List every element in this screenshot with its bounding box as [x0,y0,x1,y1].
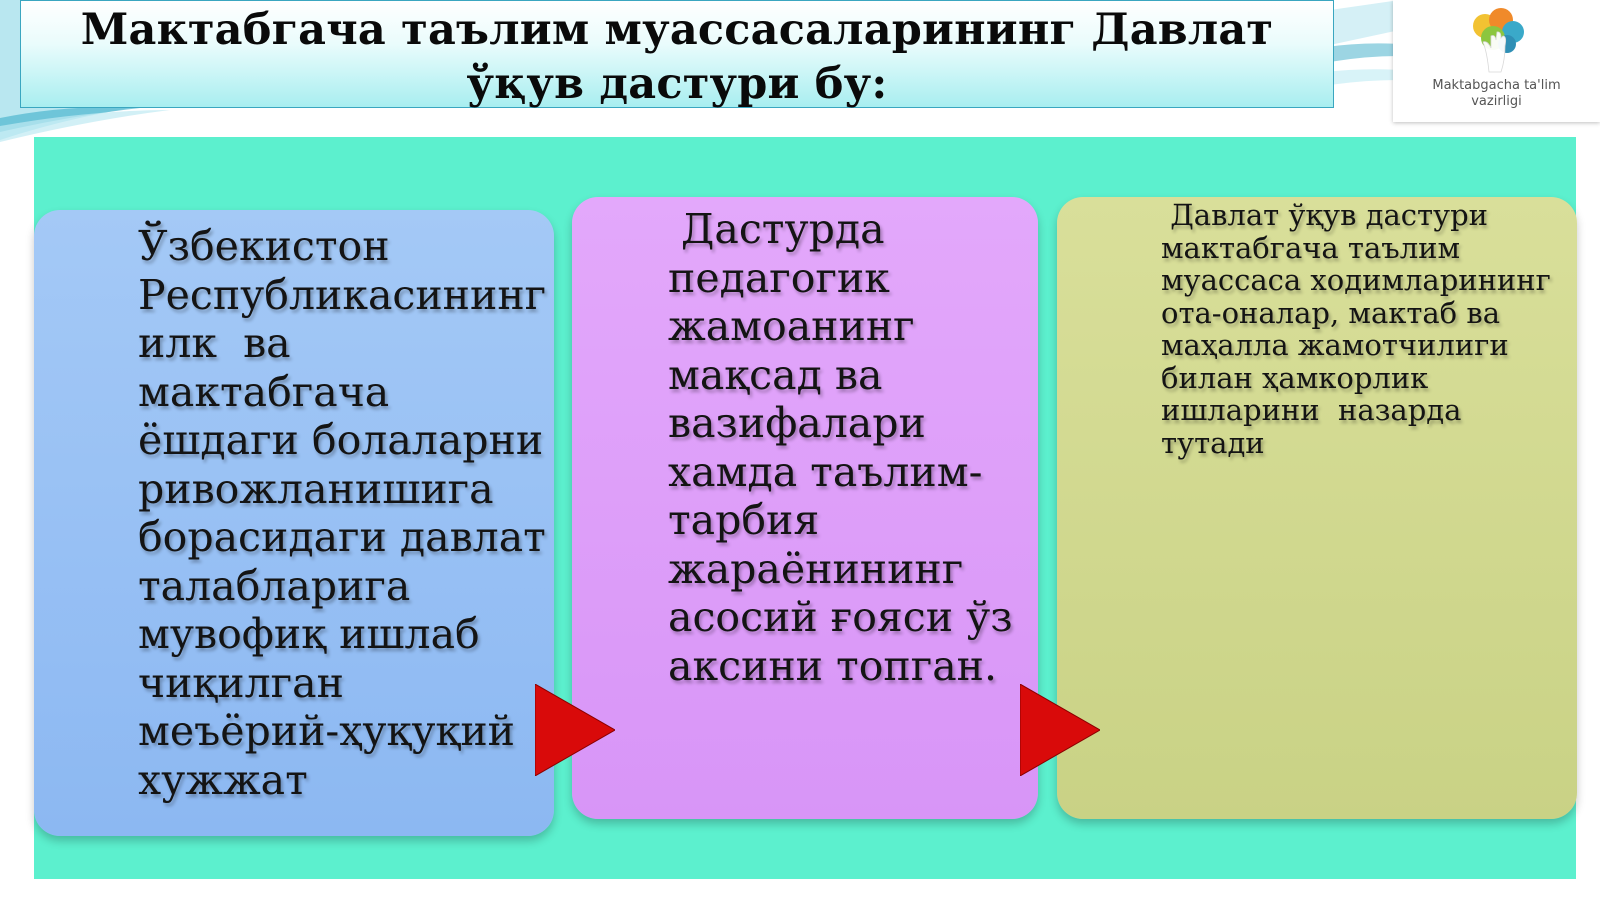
card-3-text: Давлат ўқув дастури мактабгача таълим му… [1161,199,1561,459]
card-2-text: Дастурда педагогик жамоанинг мақсад ва в… [668,205,1028,690]
definition-card-2: Дастурда педагогик жамоанинг мақсад ва в… [572,197,1038,819]
logo-caption: Maktabgacha ta'lim vazirligi [1432,78,1561,109]
card-3-paragraph: Давлат ўқув дастури мактабгача таълим му… [1161,198,1570,460]
card-1-text: Ўзбекистон Республикасининг илк ва макта… [138,222,548,804]
card-1-paragraph: Ўзбекистон Республикасининг илк ва макта… [138,222,573,804]
card-2-paragraph: Дастурда педагогик жамоанинг мақсад ва в… [668,205,1026,690]
slide-title: Мактабгача таълим муассасаларининг Давла… [80,5,1274,109]
right-arrow-icon-2 [1020,684,1100,776]
slide-title-box: Мактабгача таълим муассасаларининг Давла… [20,0,1334,109]
hands-tree-logo-icon [1472,8,1524,73]
definition-card-1: Ўзбекистон Республикасининг илк ва макта… [34,210,554,836]
decorative-swoosh-left [0,0,170,142]
ministry-logo-card: Maktabgacha ta'lim vazirligi [1393,0,1600,122]
definition-card-3: Давлат ўқув дастури мактабгача таълим му… [1057,197,1577,819]
right-arrow-icon-1 [535,684,615,776]
